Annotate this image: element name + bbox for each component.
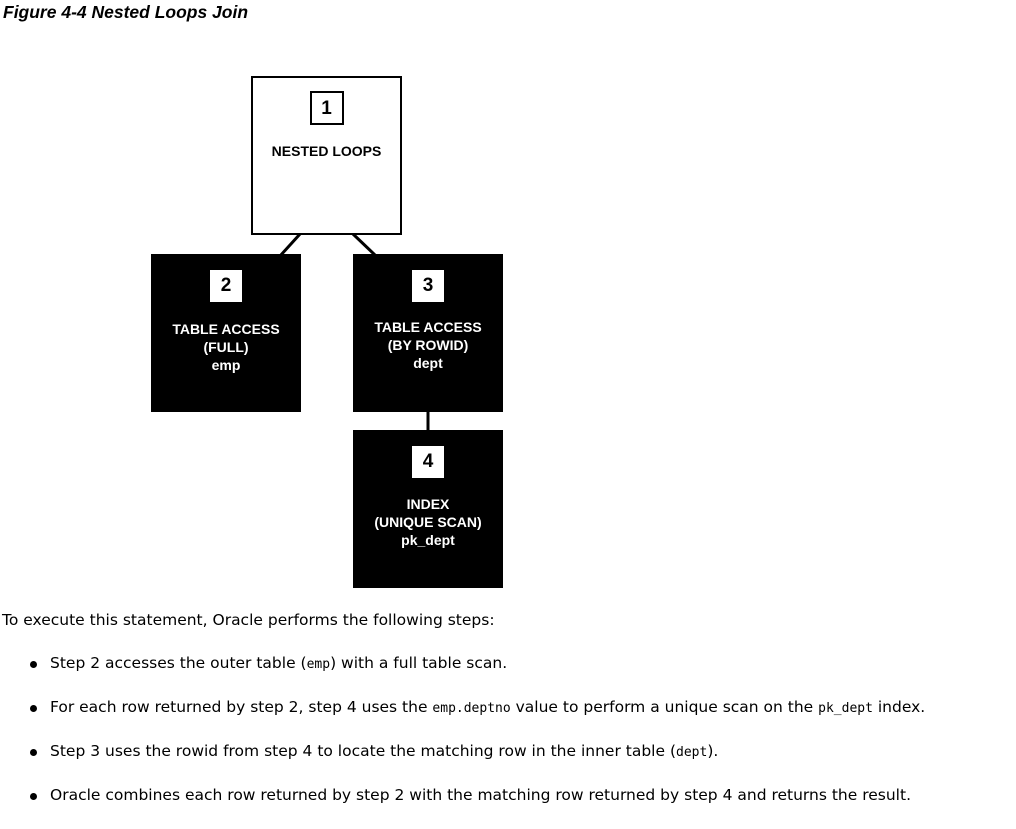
node-operation-label: TABLE ACCESS bbox=[172, 321, 280, 337]
plan-node-2: 2 TABLE ACCESS (FULL) emp bbox=[151, 254, 301, 412]
plan-node-4: 4 INDEX (UNIQUE SCAN) pk_dept bbox=[353, 430, 503, 588]
step-text: For each row returned by step 2, step 4 … bbox=[50, 698, 433, 716]
step-text: value to perform a unique scan on the bbox=[510, 698, 819, 716]
list-item: Oracle combines each row returned by ste… bbox=[0, 785, 925, 829]
node-option-label: (FULL) bbox=[203, 339, 249, 355]
step-number-box: 4 bbox=[411, 445, 445, 479]
plan-node-3: 3 TABLE ACCESS (BY ROWID) dept bbox=[353, 254, 503, 412]
steps-list: Step 2 accesses the outer table (emp) wi… bbox=[0, 653, 925, 829]
step-text: index. bbox=[872, 698, 926, 716]
step-text: Oracle combines each row returned by ste… bbox=[50, 786, 911, 804]
index-name-code: pk_dept bbox=[818, 701, 873, 716]
step-text: ) with a full table scan. bbox=[330, 654, 508, 672]
list-item: Step 2 accesses the outer table (emp) wi… bbox=[0, 653, 925, 697]
plan-node-1: 1 NESTED LOOPS bbox=[251, 76, 402, 235]
list-item: Step 3 uses the rowid from step 4 to loc… bbox=[0, 741, 925, 785]
connector-1-3 bbox=[351, 232, 378, 258]
step-number-box: 3 bbox=[411, 269, 445, 303]
table-name-code: dept bbox=[676, 745, 708, 760]
node-operation-label: INDEX bbox=[406, 496, 450, 512]
connector-1-2 bbox=[278, 232, 302, 258]
node-option-label: (UNIQUE SCAN) bbox=[374, 514, 482, 530]
node-object-label: pk_dept bbox=[401, 532, 455, 548]
node-operation-label: TABLE ACCESS bbox=[374, 319, 482, 335]
node-operation-label: NESTED LOOPS bbox=[271, 143, 382, 159]
list-item: For each row returned by step 2, step 4 … bbox=[0, 697, 925, 741]
column-name-code: emp.deptno bbox=[432, 701, 511, 716]
node-object-label: emp bbox=[211, 357, 241, 373]
step-text: Step 2 accesses the outer table ( bbox=[50, 654, 307, 672]
intro-paragraph: To execute this statement, Oracle perfor… bbox=[2, 611, 495, 629]
step-number-box: 2 bbox=[209, 269, 243, 303]
bullet-icon bbox=[30, 661, 37, 668]
bullet-icon bbox=[30, 705, 37, 712]
diagram-connectors bbox=[278, 232, 430, 431]
bullet-icon bbox=[30, 793, 37, 800]
step-text: Step 3 uses the rowid from step 4 to loc… bbox=[50, 742, 676, 760]
step-text: ). bbox=[707, 742, 719, 760]
node-object-label: dept bbox=[413, 355, 443, 371]
node-option-label: (BY ROWID) bbox=[387, 337, 469, 353]
figure-title: Figure 4-4 Nested Loops Join bbox=[3, 2, 249, 22]
step-number-box: 1 bbox=[309, 91, 344, 125]
bullet-icon bbox=[30, 749, 37, 756]
table-name-code: emp bbox=[306, 657, 331, 672]
